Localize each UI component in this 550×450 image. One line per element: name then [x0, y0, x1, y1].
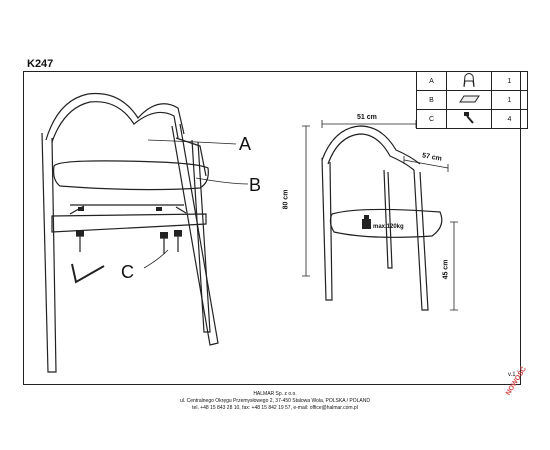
seat-frame-icon [446, 71, 492, 91]
footer-address: ul. Centralnego Okręgu Przemysłowego 2, … [179, 398, 370, 404]
height-dimension: 80 cm [282, 189, 290, 210]
callout-a: A [239, 134, 252, 154]
callout-b: B [249, 175, 262, 195]
footer-company: HALMAR Sp. z o.o. [253, 391, 297, 397]
bolt-icon [446, 109, 492, 129]
seat-height-dimension: 45 cm [442, 259, 450, 280]
part-qty: 4 [491, 109, 528, 129]
bolt-heads [76, 207, 182, 238]
seat-cushion-icon [446, 90, 492, 110]
parts-table: A 1 B 1 C 4 [416, 71, 528, 129]
footer-contact: tel. +48 15 843 28 10, fax: +48 15 842 1… [192, 405, 358, 411]
parts-row: A 1 [416, 71, 528, 91]
load-label: max.120kg [373, 224, 404, 230]
weight-icon [362, 215, 371, 229]
instruction-sheet [23, 71, 521, 385]
exploded-chair-drawing [41, 92, 249, 373]
callout-c: C [121, 262, 134, 282]
width-dimension: 51 cm [357, 114, 377, 121]
parts-row: C 4 [416, 109, 528, 129]
dimensioned-chair-drawing [302, 120, 458, 311]
model-title: K247 [27, 58, 54, 70]
version-label: v.1 [508, 372, 516, 378]
